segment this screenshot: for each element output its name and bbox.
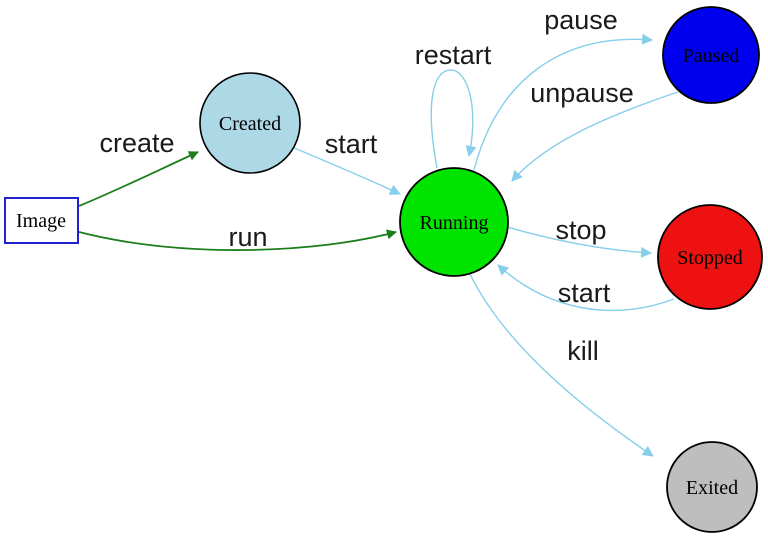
node-running-label: Running: [420, 212, 489, 234]
edge-label-start-created: start: [325, 129, 378, 159]
edge-kill: [469, 273, 654, 457]
node-exited: [666, 441, 758, 533]
edge-create: [78, 151, 199, 207]
node-created-label: Created: [219, 113, 281, 135]
edge-label-create: create: [99, 128, 174, 158]
node-paused: [662, 6, 760, 104]
node-image-label: Image: [16, 210, 66, 232]
node-created: [199, 72, 301, 174]
node-exited-label: Exited: [686, 477, 738, 499]
edge-start-created-running: [291, 146, 401, 195]
node-stopped: [657, 204, 763, 310]
edge-start-stopped-running: [497, 264, 675, 312]
node-running: [399, 167, 509, 277]
edge-stop: [506, 226, 653, 258]
edge-run: [78, 229, 397, 251]
edge-label-kill: kill: [567, 336, 599, 366]
edge-label-pause: pause: [544, 5, 618, 35]
edge-label-stop: stop: [555, 215, 606, 245]
edge-restart-self-loop: [430, 69, 477, 169]
edge-label-run: run: [228, 222, 267, 252]
node-image: [4, 197, 79, 244]
edge-pause: [473, 33, 654, 171]
edge-unpause: [511, 91, 679, 182]
edge-label-start-stopped: start: [558, 278, 611, 308]
node-paused-label: Paused: [683, 45, 740, 67]
edge-label-unpause: unpause: [530, 78, 634, 108]
edge-label-restart: restart: [415, 40, 492, 70]
node-stopped-label: Stopped: [677, 247, 743, 269]
